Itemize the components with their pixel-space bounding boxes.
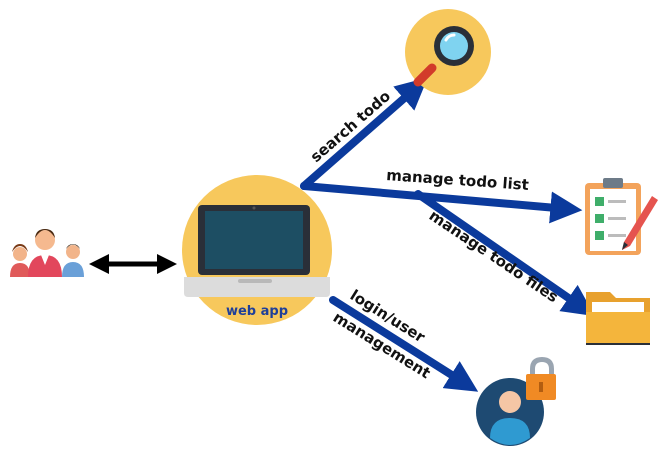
arrow-search-todo	[300, 77, 428, 190]
label-manage-todo-files: manage todo files	[426, 206, 562, 306]
web-app-node: web app	[182, 175, 332, 325]
label-manage-todo-list: manage todo list	[386, 166, 530, 194]
arrow-manage-todo-files	[414, 190, 595, 317]
laptop-icon	[184, 205, 330, 297]
users-group-icon	[10, 229, 84, 277]
web-app-label: web app	[226, 304, 288, 319]
folder-icon	[586, 292, 650, 345]
magnifier-icon	[405, 9, 491, 95]
connection-arrows	[300, 77, 595, 392]
label-search-todo: search todo	[307, 87, 394, 166]
arrow-manage-todo-list	[300, 182, 583, 224]
arrow-login-user-management	[329, 296, 479, 392]
checklist-clipboard-icon	[585, 178, 658, 255]
user-lock-icon	[476, 357, 556, 446]
